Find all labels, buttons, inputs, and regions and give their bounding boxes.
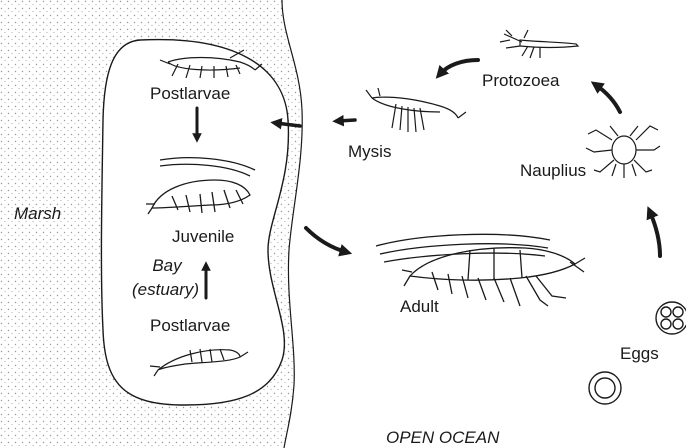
postlarvae-bottom-label: Postlarvae bbox=[150, 316, 230, 336]
arrow-juvenile-to-adult bbox=[306, 228, 346, 252]
arrow-protozoea-to-mysis bbox=[440, 60, 478, 74]
arrow-eggs-to-nauplius bbox=[650, 212, 660, 256]
nauplius-label: Nauplius bbox=[520, 161, 586, 181]
estuary-label: (estuary) bbox=[132, 280, 199, 300]
marsh-shoreline bbox=[0, 0, 302, 448]
protozoea-illustration bbox=[500, 30, 578, 58]
eggs-label: Eggs bbox=[620, 344, 659, 364]
arrow-nauplius-to-protozoea bbox=[596, 85, 620, 112]
juvenile-label: Juvenile bbox=[172, 227, 234, 247]
bay-label: Bay bbox=[132, 256, 202, 276]
open-ocean-label: OPEN OCEAN bbox=[386, 428, 499, 448]
mysis-label: Mysis bbox=[348, 142, 391, 162]
marsh-label: Marsh bbox=[14, 204, 61, 224]
mysis-illustration bbox=[366, 88, 466, 132]
adult-illustration bbox=[376, 234, 585, 306]
juvenile-illustration bbox=[146, 158, 255, 214]
nauplius-illustration bbox=[586, 126, 660, 178]
postlarvae-bottom-illustration bbox=[150, 349, 248, 376]
postlarvae-top-label: Postlarvae bbox=[150, 84, 230, 104]
protozoea-label: Protozoea bbox=[482, 71, 560, 91]
arrow-mysis-to-bay-2 bbox=[338, 120, 355, 121]
adult-label: Adult bbox=[400, 297, 439, 317]
